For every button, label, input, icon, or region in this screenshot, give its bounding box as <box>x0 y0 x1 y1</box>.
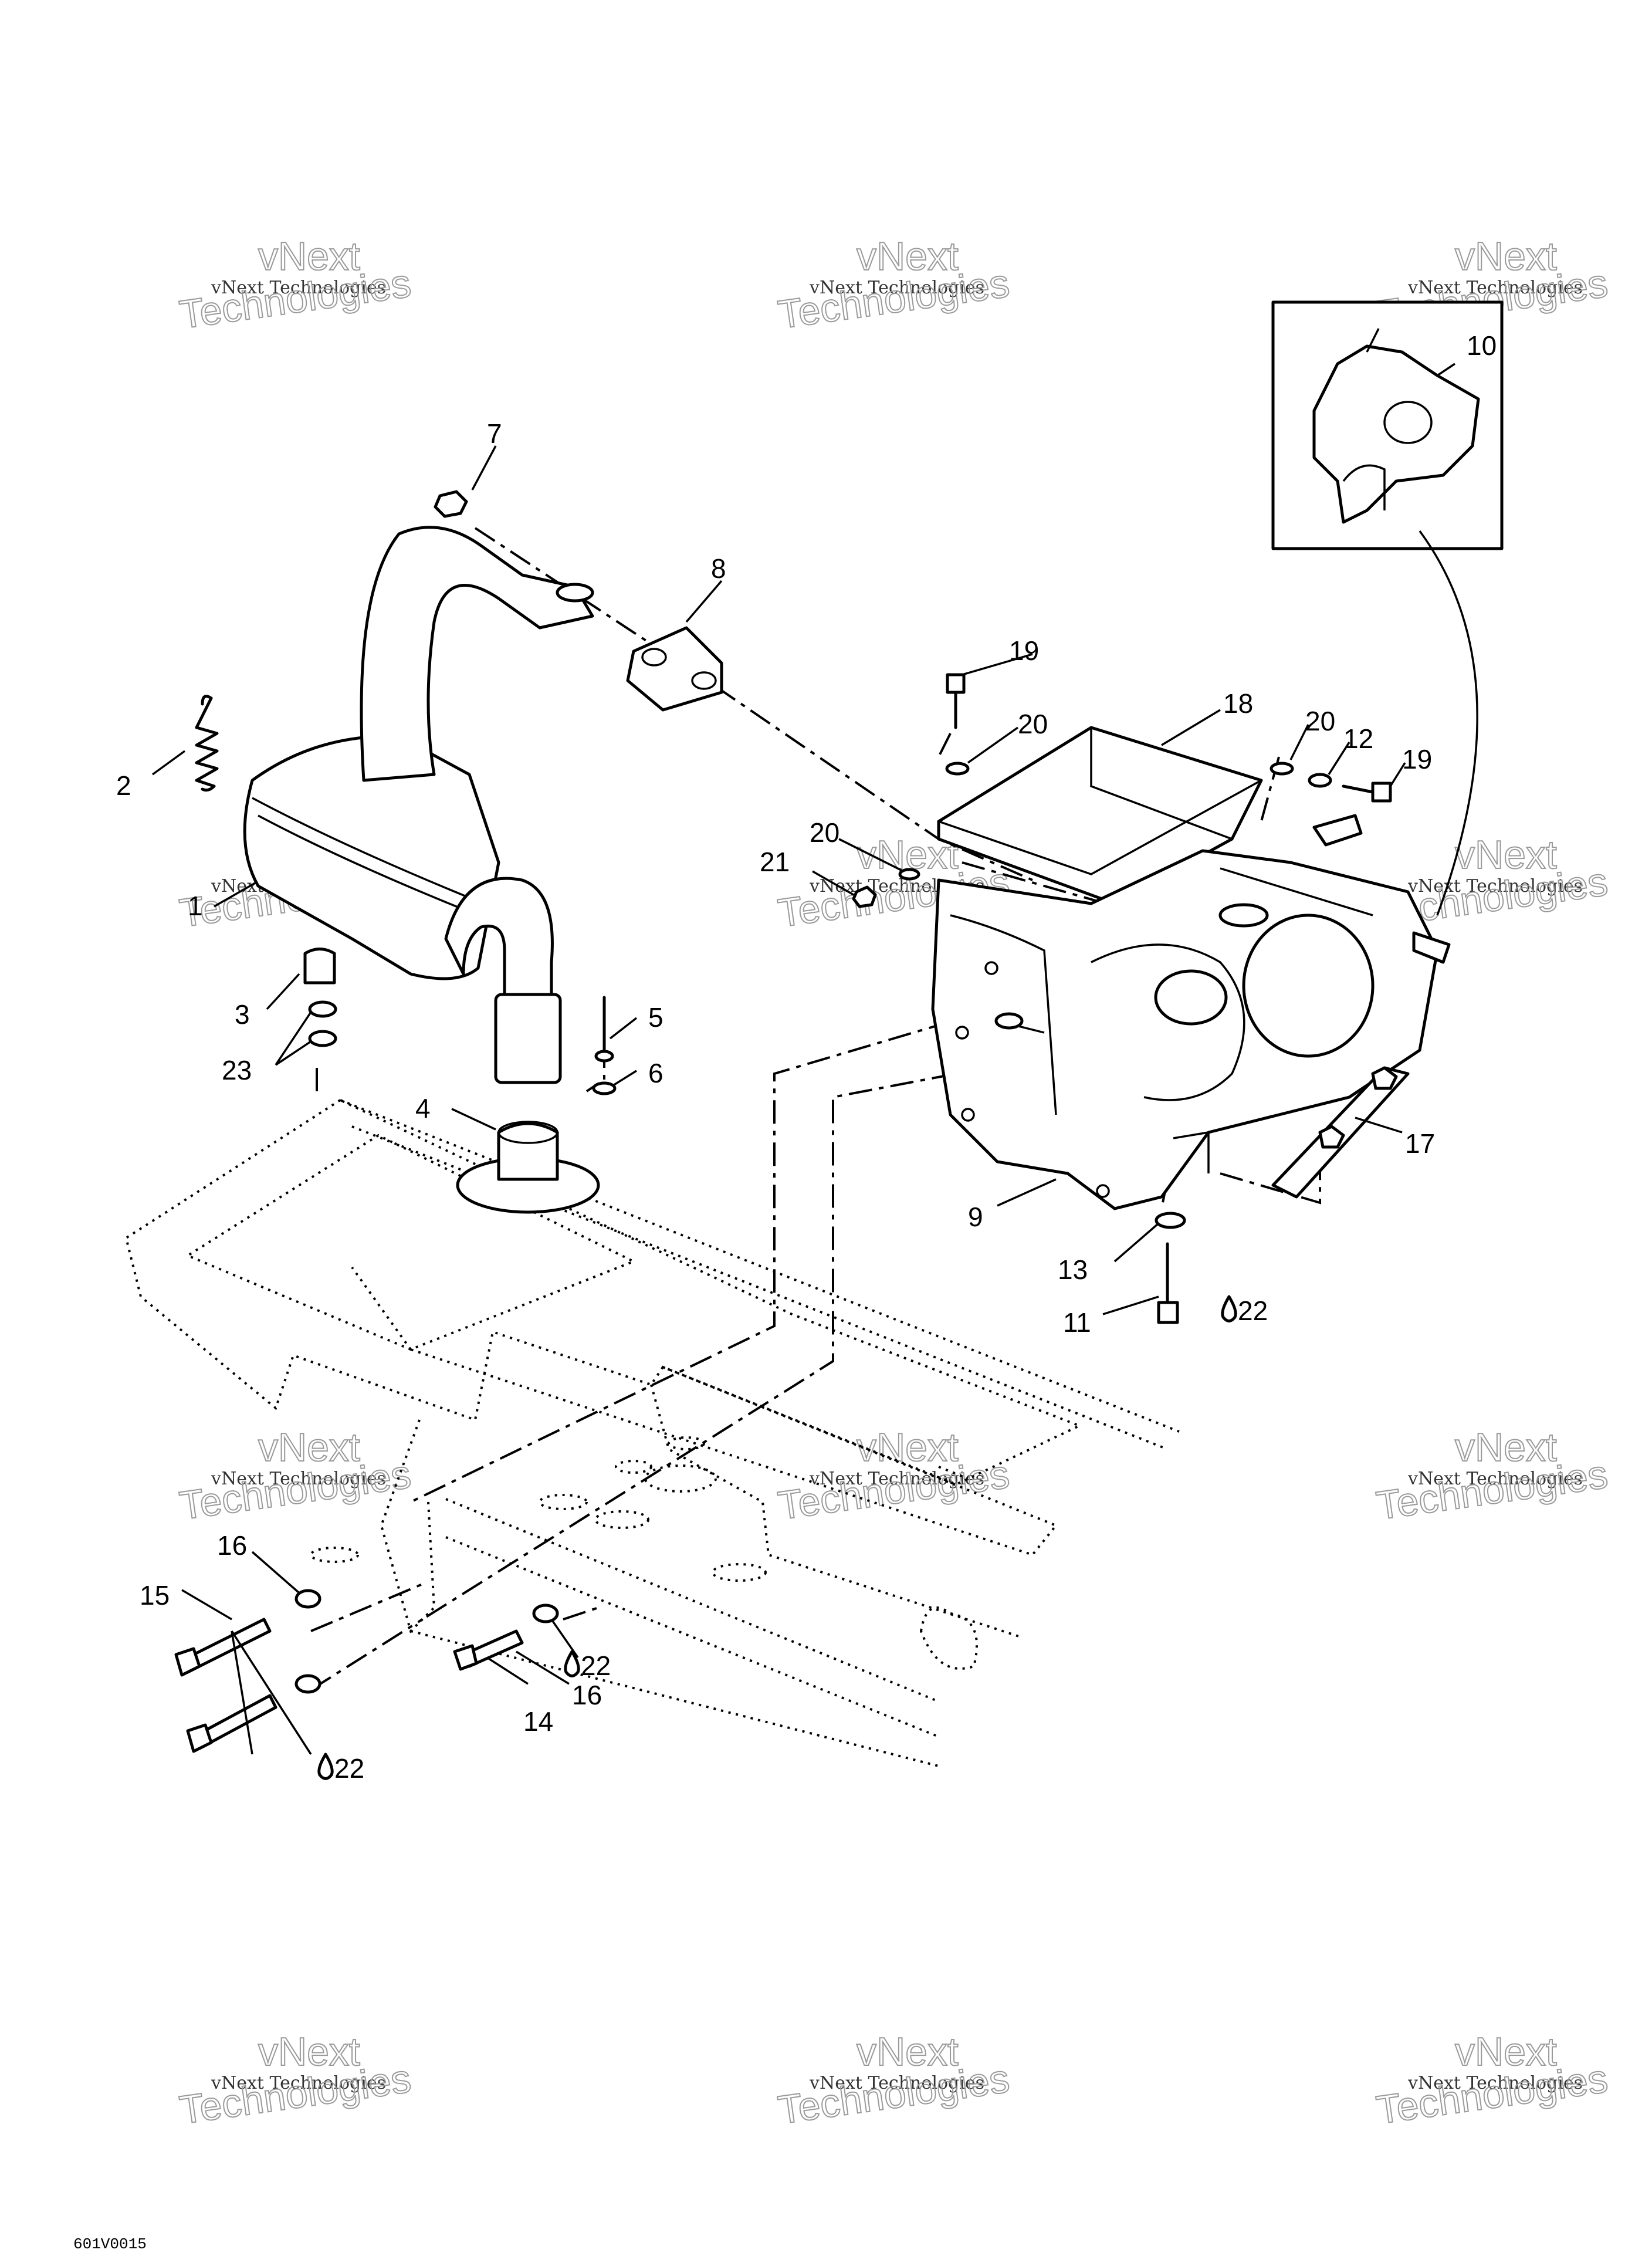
oil-drop-icon <box>317 1753 334 1780</box>
carburetor-inset <box>1271 300 1504 916</box>
lower-bolts <box>174 1589 559 1753</box>
callout-label: 4 <box>415 1093 431 1124</box>
svg-text:vNext Technologies: vNext Technologies <box>1407 2073 1583 2093</box>
engine-assembly <box>852 673 1451 1324</box>
svg-text:vNext Technologies: vNext Technologies <box>1407 876 1583 897</box>
svg-text:vNext Technologies: vNext Technologies <box>809 1469 984 1489</box>
callout-label: 17 <box>1405 1128 1435 1159</box>
svg-text:vNext: vNext <box>258 2029 360 2074</box>
oil-drop-icon <box>564 1650 580 1677</box>
callout-label: 19 <box>1402 744 1432 774</box>
svg-text:vNext: vNext <box>1455 1425 1557 1470</box>
callout-label: 3 <box>235 999 250 1030</box>
watermark: vNext vNext Technologies Technologies <box>177 2029 415 2133</box>
watermark: vNext vNext Technologies Technologies <box>775 2029 1013 2133</box>
callout-label: 11 <box>1063 1307 1091 1338</box>
callout-label: 2 <box>116 770 131 801</box>
watermark: vNext vNext Technologies Technologies <box>1373 2029 1612 2133</box>
watermark: vNext vNext Technologies Technologies <box>177 1425 415 1529</box>
svg-text:vNext Technologies: vNext Technologies <box>809 278 984 298</box>
watermark: vNext vNext Technologies Technologies <box>1373 1425 1612 1529</box>
callout-label: 14 <box>523 1706 553 1737</box>
callout-label: 22 <box>581 1650 611 1681</box>
svg-text:vNext Technologies: vNext Technologies <box>809 2073 984 2093</box>
callout-label: 6 <box>648 1058 663 1088</box>
svg-text:vNext Technologies: vNext Technologies <box>211 278 386 298</box>
watermark: vNext vNext Technologies Technologies <box>775 1425 1013 1529</box>
svg-text:vNext Technologies: vNext Technologies <box>1407 1469 1583 1489</box>
callout-label: 5 <box>648 1002 663 1033</box>
svg-text:vNext: vNext <box>1455 234 1557 279</box>
oil-drop-icon <box>1221 1295 1237 1322</box>
callout-label: 1 <box>188 891 203 921</box>
callout-label: 10 <box>1467 330 1497 361</box>
leader-lines <box>151 445 1406 1755</box>
callout-label: 23 <box>222 1055 252 1085</box>
callout-label: 22 <box>334 1753 364 1784</box>
callout-label: 22 <box>1238 1295 1268 1326</box>
callout-labels: 1 2 3 4 5 6 7 8 9 10 11 12 13 14 15 16 1… <box>116 330 1497 1784</box>
svg-text:vNext Technologies: vNext Technologies <box>211 2073 386 2093</box>
muffler-assembly <box>195 490 723 1214</box>
callout-label: 16 <box>572 1680 602 1710</box>
callout-label: 8 <box>711 553 726 584</box>
watermark: vNext vNext Technologies Technologies <box>775 234 1013 338</box>
callout-label: 7 <box>487 418 502 449</box>
svg-text:vNext: vNext <box>1455 2029 1557 2074</box>
svg-text:vNext: vNext <box>857 1425 959 1470</box>
oil-drop-icons <box>317 1295 1237 1780</box>
footer-code: 601V0015 <box>73 2235 147 2253</box>
callout-label: 20 <box>1018 709 1048 739</box>
svg-text:vNext: vNext <box>258 234 360 279</box>
svg-text:vNext: vNext <box>1455 833 1557 877</box>
callout-label: 20 <box>1305 706 1335 736</box>
watermark: vNext vNext Technologies Technologies <box>177 234 415 338</box>
callout-label: 12 <box>1343 723 1373 754</box>
callout-label: 20 <box>810 817 839 848</box>
svg-text:vNext: vNext <box>258 1425 360 1470</box>
callout-label: 16 <box>217 1530 247 1561</box>
svg-text:vNext Technologies: vNext Technologies <box>1407 278 1583 298</box>
callout-label: 18 <box>1223 688 1253 719</box>
callout-label: 15 <box>140 1580 170 1611</box>
svg-text:vNext Technologies: vNext Technologies <box>211 1469 386 1489</box>
svg-text:vNext: vNext <box>857 2029 959 2074</box>
callout-label: 21 <box>760 847 790 877</box>
callout-label: 19 <box>1009 635 1039 666</box>
callout-label: 13 <box>1058 1254 1088 1285</box>
callout-label: 9 <box>968 1202 983 1232</box>
svg-text:vNext: vNext <box>857 234 959 279</box>
